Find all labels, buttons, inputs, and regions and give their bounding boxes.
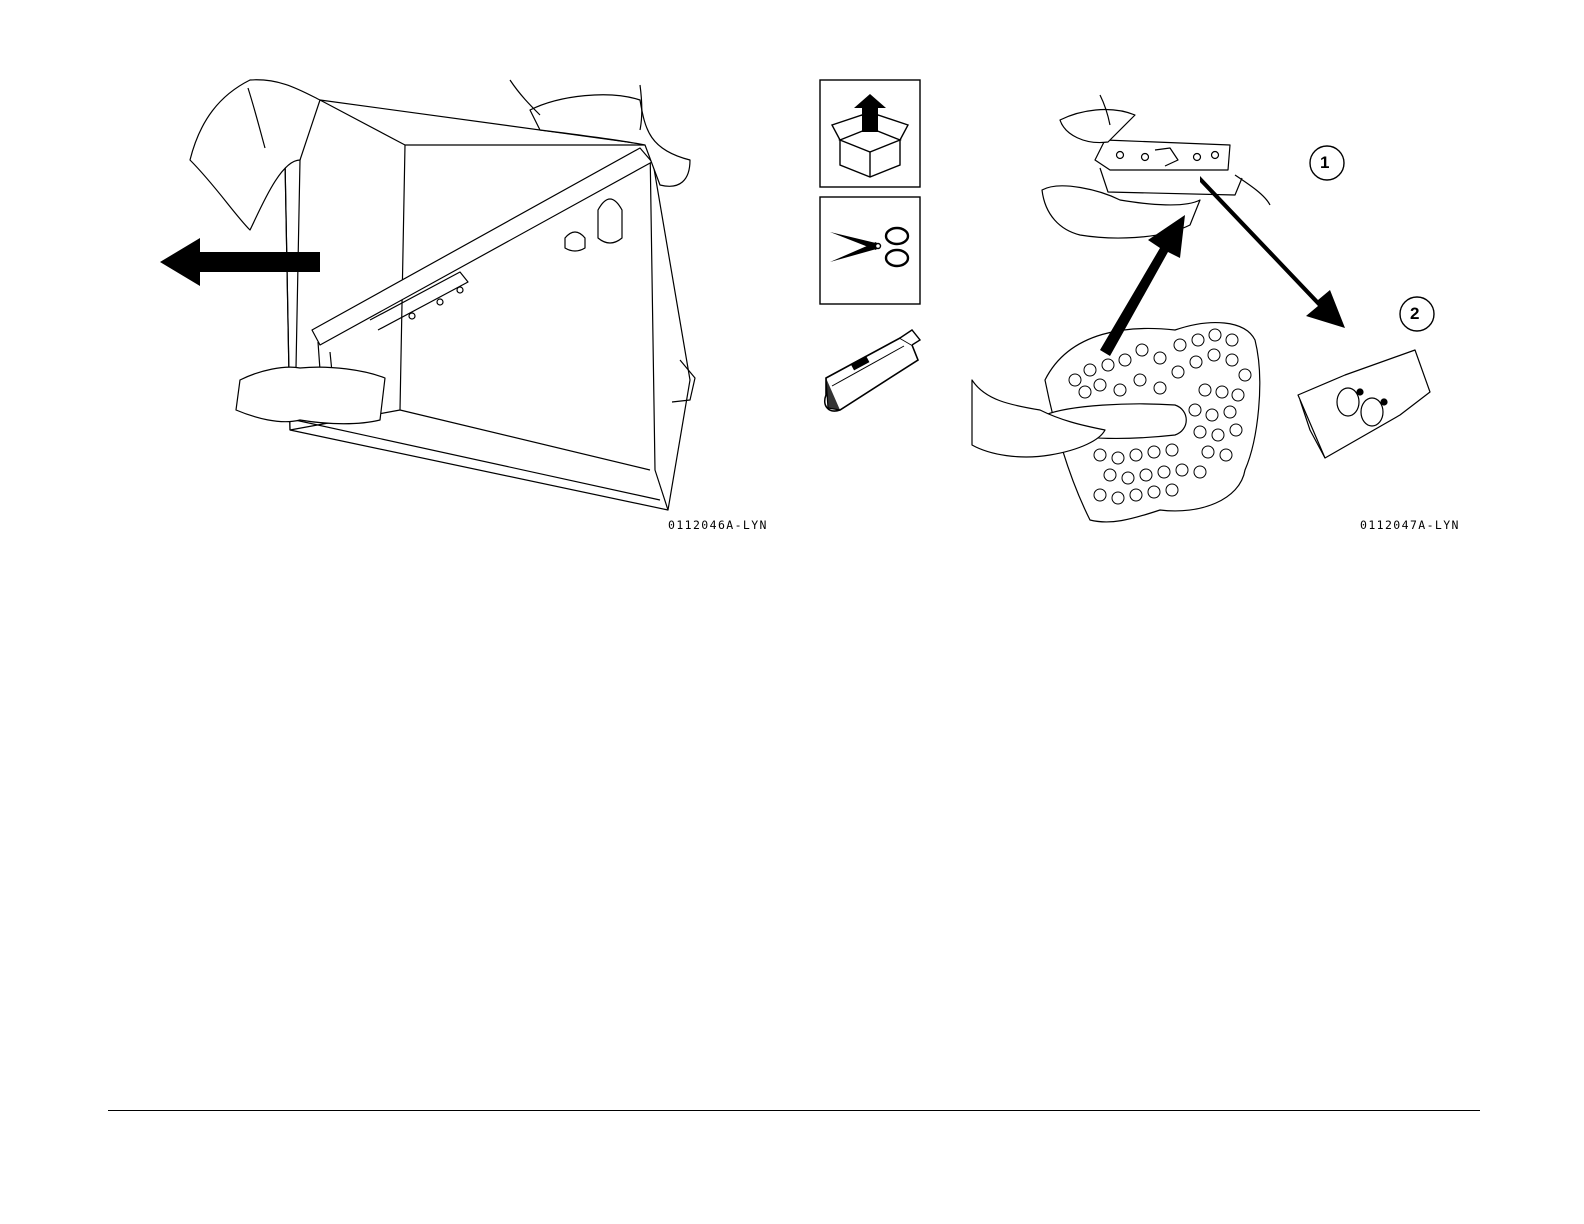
right-figure	[972, 95, 1434, 522]
callout-1-label: 1	[1320, 153, 1331, 173]
right-figure-code: 0112047A-LYN	[1360, 518, 1460, 532]
footer-rule	[108, 1110, 1480, 1111]
lifted-part	[1095, 140, 1242, 195]
tool-icons-column	[820, 80, 920, 411]
scissors-icon	[820, 197, 920, 304]
move-direction-arrow	[1200, 176, 1345, 328]
callout-2-label: 2	[1410, 304, 1421, 324]
parts-bag	[1298, 350, 1430, 458]
utility-knife-icon	[825, 330, 920, 411]
left-figure-code: 0112046A-LYN	[668, 518, 768, 532]
left-figure	[160, 80, 695, 510]
foam-wrap	[1045, 323, 1260, 522]
unpack-box-icon	[820, 80, 920, 187]
